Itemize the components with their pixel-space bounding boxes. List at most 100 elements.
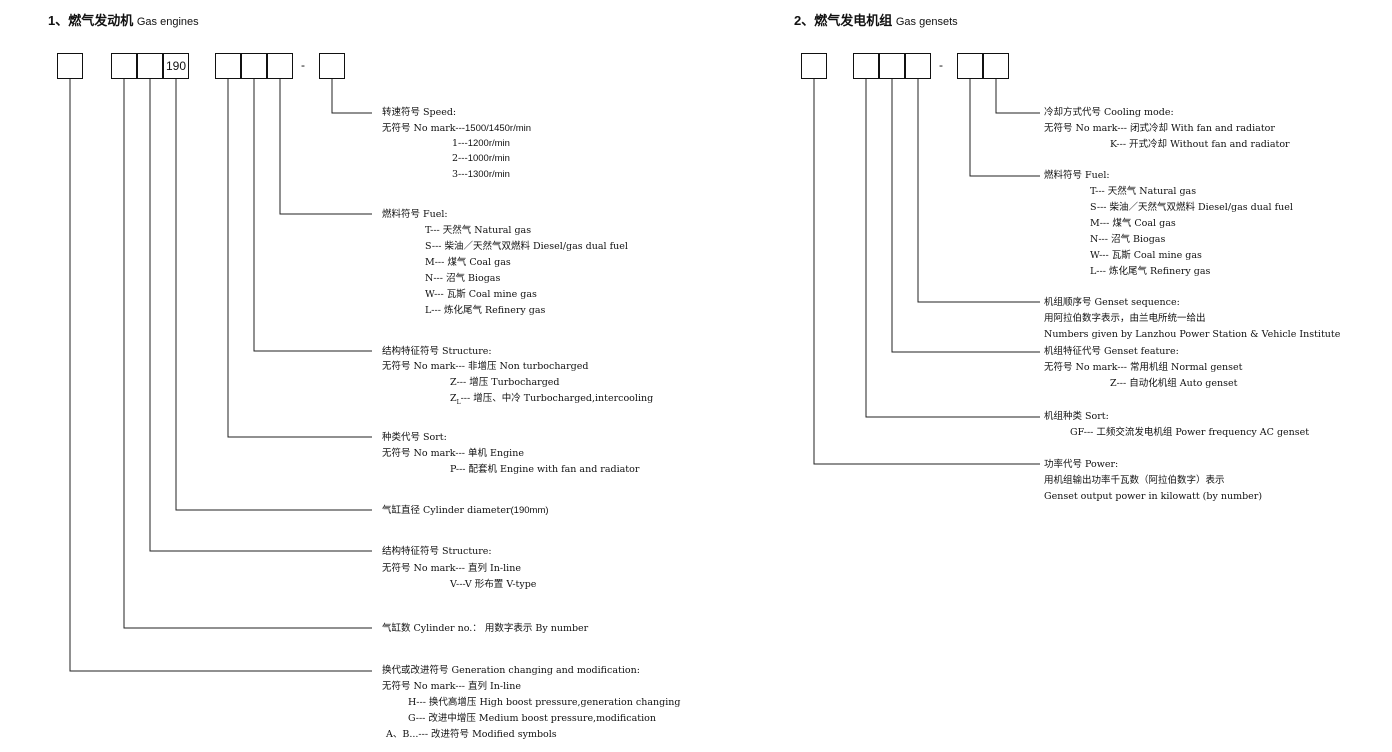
- code-box-cylinder-no: [111, 53, 137, 79]
- code-box-structure-2: [137, 53, 163, 79]
- genset-sort-line-1: GF--- 工频交流发电机组 Power frequency AC genset: [1070, 427, 1310, 438]
- code-box-generation: [57, 53, 83, 79]
- structure-line-2: Z--- 增压 Turbocharged: [450, 377, 560, 388]
- right-fuel-line: W--- 瓦斯 Coal mine gas: [1090, 250, 1202, 261]
- generation-heading: 换代或改进符号 Generation changing and modifica…: [382, 665, 640, 676]
- cylinder-no-label: 气缸数 Cylinder no.： 用数字表示 By number: [382, 623, 589, 634]
- cooling-heading: 冷却方式代号 Cooling mode:: [1044, 107, 1174, 118]
- connector-speed: [331, 79, 372, 114]
- genset-sort-heading: 机组种类 Sort:: [1044, 411, 1109, 422]
- feature-line-2: Z--- 自动化机组 Auto genset: [1110, 378, 1238, 389]
- right-fuel-line: L--- 炼化尾气 Refinery gas: [1090, 266, 1211, 277]
- right-fuel-line: N--- 沼气 Biogas: [1090, 234, 1166, 245]
- speed-line-3-label: 2---: [452, 153, 468, 164]
- structure-line-3-sub: L: [456, 398, 461, 406]
- structure-line-3-z: Z: [450, 393, 457, 404]
- structure-line-1: 无符号 No mark--- 非增压 Non turbocharged: [382, 361, 589, 372]
- code-box-fuel: [267, 53, 293, 79]
- structure-heading: 结构特征符号 Structure:: [382, 346, 492, 357]
- code-box-sort: [215, 53, 241, 79]
- structure-line-3-text: --- 增压、中冷 Turbocharged,intercooling: [460, 393, 654, 404]
- right-fuel-line: S--- 柴油／天然气双燃料 Diesel/gas dual fuel: [1090, 202, 1293, 213]
- sort-heading: 种类代号 Sort:: [382, 432, 447, 443]
- structure-2-heading: 结构特征符号 Structure:: [382, 546, 492, 557]
- left-title-en: Gas engines: [136, 16, 199, 28]
- connector-fuel: [279, 79, 372, 215]
- speed-line-4-value: 1300r/min: [467, 169, 510, 180]
- code-box-speed: [319, 53, 345, 79]
- code-box-cooling: [983, 53, 1009, 79]
- connector-feature: [891, 79, 1040, 353]
- left-dash: -: [301, 58, 305, 72]
- code-box-structure: [241, 53, 267, 79]
- right-title-number: 2、: [794, 13, 815, 28]
- right-title: 2、燃气发电机组 Gas gensets: [794, 10, 958, 29]
- fuel-line: T--- 天然气 Natural gas: [425, 225, 532, 236]
- cylinder-diameter-label: 气缸直径 Cylinder diameter(190mm): [382, 503, 549, 519]
- fuel-heading: 燃料符号 Fuel:: [382, 209, 448, 220]
- speed-line-1: 无符号 No mark---1500/1450r/min: [382, 121, 531, 137]
- power-heading: 功率代号 Power:: [1044, 459, 1119, 470]
- code-box-genset-sequence: [905, 53, 931, 79]
- generation-line-4: A、B...--- 改进符号 Modified symbols: [386, 729, 557, 740]
- left-title-cn: 燃气发动机: [68, 13, 134, 28]
- cylinder-diameter-text: 气缸直径 Cylinder diameter: [382, 505, 511, 516]
- code-box-genset-sort: [853, 53, 879, 79]
- generation-line-3: G--- 改进中增压 Medium boost pressure,modific…: [408, 713, 656, 724]
- left-title-number: 1、: [48, 13, 69, 28]
- connector-right-fuel: [969, 79, 1040, 177]
- connector-sequence: [917, 79, 1040, 303]
- connector-power: [813, 79, 1040, 465]
- speed-line-1-label: 无符号 No mark---: [382, 123, 466, 134]
- fuel-line: W--- 瓦斯 Coal mine gas: [425, 289, 537, 300]
- generation-line-2: H--- 换代高增压 High boost pressure,generatio…: [408, 697, 681, 708]
- fuel-line: M--- 煤气 Coal gas: [425, 257, 511, 268]
- connector-right-sort: [865, 79, 1040, 418]
- fuel-line: L--- 炼化尾气 Refinery gas: [425, 305, 546, 316]
- code-box-genset-fuel: [957, 53, 983, 79]
- feature-line-1: 无符号 No mark--- 常用机组 Normal genset: [1044, 362, 1243, 373]
- generation-line-1: 无符号 No mark--- 直列 In-line: [382, 681, 521, 692]
- structure-2-line-2: V---V 形布置 V-type: [450, 579, 537, 590]
- feature-heading: 机组特征代号 Genset feature:: [1044, 346, 1179, 357]
- code-box-190: 190: [163, 53, 189, 79]
- fuel-line: S--- 柴油／天然气双燃料 Diesel/gas dual fuel: [425, 241, 628, 252]
- speed-line-2: 1---1200r/min: [452, 136, 510, 152]
- connector-structure: [253, 79, 372, 352]
- power-line-2: Genset output power in kilowatt (by numb…: [1044, 491, 1263, 502]
- structure-2-line-1: 无符号 No mark--- 直列 In-line: [382, 563, 521, 574]
- right-dash: -: [939, 58, 943, 72]
- speed-line-3-value: 1000r/min: [467, 153, 510, 164]
- speed-line-4-label: 3---: [452, 169, 468, 180]
- cooling-line-1: 无符号 No mark--- 闭式冷却 With fan and radiato…: [1044, 123, 1275, 134]
- connector-structure-2: [149, 79, 372, 552]
- speed-line-4: 3---1300r/min: [452, 167, 510, 183]
- connector-cylinder-no: [123, 79, 372, 629]
- right-fuel-heading: 燃料符号 Fuel:: [1044, 170, 1110, 181]
- code-box-genset-feature: [879, 53, 905, 79]
- sequence-heading: 机组顺序号 Genset sequence:: [1044, 297, 1180, 308]
- sequence-line-1: 用阿拉伯数字表示，由兰电所统一给出: [1044, 313, 1206, 324]
- cooling-line-2: K--- 开式冷却 Without fan and radiator: [1110, 139, 1290, 150]
- speed-line-2-value: 1200r/min: [467, 138, 510, 149]
- connector-cooling: [995, 79, 1040, 114]
- right-fuel-line: T--- 天然气 Natural gas: [1090, 186, 1197, 197]
- structure-line-3: ZL--- 增压、中冷 Turbocharged,intercooling: [450, 391, 653, 410]
- code-box-power: [801, 53, 827, 79]
- code-box-190-label: 190: [165, 59, 187, 73]
- sort-line-1: 无符号 No mark--- 单机 Engine: [382, 448, 524, 459]
- sort-line-2: P--- 配套机 Engine with fan and radiator: [450, 464, 640, 475]
- speed-line-3: 2---1000r/min: [452, 151, 510, 167]
- power-line-1: 用机组输出功率千瓦数（阿拉伯数字）表示: [1044, 475, 1225, 486]
- right-fuel-line: M--- 煤气 Coal gas: [1090, 218, 1176, 229]
- cylinder-diameter-value: (190mm): [510, 505, 549, 516]
- speed-line-2-label: 1---: [452, 138, 468, 149]
- sequence-line-2: Numbers given by Lanzhou Power Station &…: [1044, 329, 1341, 340]
- right-title-en: Gas gensets: [895, 16, 958, 28]
- left-title: 1、燃气发动机 Gas engines: [48, 10, 199, 29]
- speed-line-1-value: 1500/1450r/min: [465, 123, 532, 134]
- fuel-line: N--- 沼气 Biogas: [425, 273, 501, 284]
- connector-sort: [227, 79, 372, 438]
- connector-generation: [69, 79, 372, 672]
